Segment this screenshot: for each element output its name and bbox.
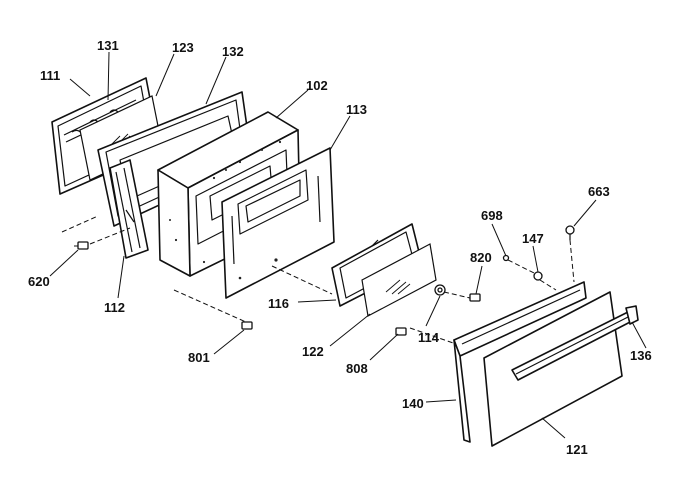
part-801-screw: [241, 321, 253, 330]
callout-111: 111: [40, 68, 60, 83]
part-140-outer-door-frame: [453, 281, 587, 443]
part-121-door-panel: [483, 291, 623, 447]
part-698-pin: [502, 254, 510, 262]
callout-131: 131: [97, 38, 119, 53]
callout-801: 801: [188, 350, 210, 365]
part-663-screw: [565, 225, 575, 240]
callout-808: 808: [346, 361, 368, 376]
assembly-guide-lines: [61, 215, 575, 345]
callout-140: 140: [402, 396, 424, 411]
callout-labels: 111 131 123 132 102 113 620 112 116 801 …: [28, 38, 652, 457]
part-112-side-channel: [109, 159, 149, 259]
part-808-screw: [395, 327, 407, 336]
part-620-screw: [74, 241, 89, 250]
callout-147: 147: [522, 231, 544, 246]
part-820-screw: [469, 293, 481, 302]
callout-698: 698: [481, 208, 503, 223]
callout-102: 102: [306, 78, 328, 93]
callout-620: 620: [28, 274, 50, 289]
part-122-small-glass: [361, 243, 437, 317]
callout-114: 114: [418, 330, 440, 345]
part-147-washer: [533, 271, 543, 281]
callout-820: 820: [470, 250, 492, 265]
callout-132: 132: [222, 44, 244, 59]
callout-663: 663: [588, 184, 610, 199]
callout-113: 113: [346, 102, 367, 117]
callout-123: 123: [172, 40, 194, 55]
callout-leaders: [49, 51, 647, 439]
part-113-inner-panel: [221, 147, 335, 299]
callout-136: 136: [630, 348, 652, 363]
callout-122: 122: [302, 344, 324, 359]
callout-121: 121: [566, 442, 588, 457]
callout-116: 116: [268, 296, 289, 311]
part-136-handle: [511, 305, 639, 381]
part-114-washer: [434, 284, 446, 296]
callout-112: 112: [104, 300, 125, 315]
